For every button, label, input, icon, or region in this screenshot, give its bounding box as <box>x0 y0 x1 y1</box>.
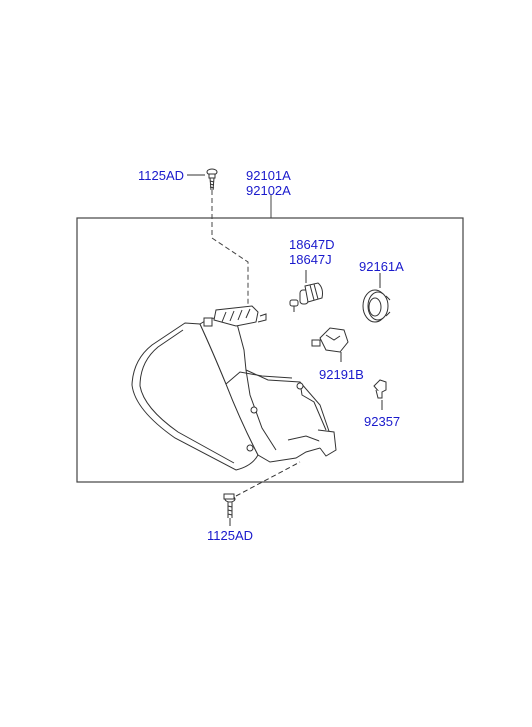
bottom-bolt-dash <box>235 461 301 497</box>
label-clip: 92357 <box>364 414 401 429</box>
label-headlamp-right: 92102A <box>246 183 291 198</box>
label-headlamp: 92101A 92102A <box>246 168 291 198</box>
bottom-bolt-icon <box>223 461 301 526</box>
clip-icon <box>373 379 387 410</box>
label-headlamp-left: 92101A <box>246 168 291 183</box>
top-bolt-dash <box>211 190 249 308</box>
cap-icon <box>362 273 391 323</box>
label-bolt-bottom: 1125AD <box>207 528 254 543</box>
label-bulb: 18647D 18647J <box>289 237 335 267</box>
label-socket: 92191B <box>319 367 364 382</box>
headlamp-housing-icon <box>131 305 337 471</box>
assembly-frame <box>76 217 464 483</box>
label-bulb-d: 18647D <box>289 237 335 252</box>
label-cap: 92161A <box>359 259 404 274</box>
label-bolt-top: 1125AD <box>138 168 185 183</box>
label-bulb-j: 18647J <box>289 252 332 267</box>
top-bolt-icon <box>187 168 218 191</box>
socket-icon <box>311 327 349 362</box>
bulb-icon <box>289 270 323 312</box>
